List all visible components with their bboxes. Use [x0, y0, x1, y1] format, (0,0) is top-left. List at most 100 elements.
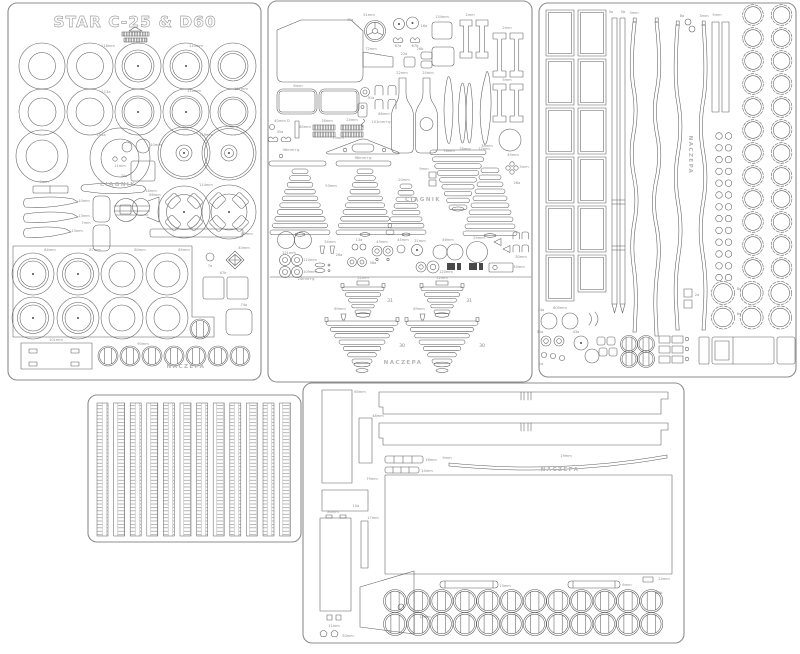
former-stack	[281, 195, 319, 201]
part-outline	[512, 231, 520, 240]
wheel-half	[454, 613, 475, 635]
dimension-label: 7a	[208, 264, 213, 268]
dimension-label: 5a	[609, 10, 614, 14]
door-window	[278, 90, 316, 113]
part-outline	[502, 245, 511, 253]
dimension-label: 74a	[241, 303, 248, 307]
tire	[28, 52, 56, 80]
part-rect	[70, 361, 80, 367]
tire	[219, 98, 247, 126]
wheel-half	[499, 612, 524, 636]
dimension-label: 134mm	[435, 15, 449, 19]
publisher-logo	[128, 26, 143, 32]
part-rect	[435, 280, 449, 286]
wheel-half	[641, 590, 662, 612]
tire-ring	[771, 119, 793, 141]
tire-ring	[742, 4, 764, 26]
frame-rail	[655, 21, 662, 337]
tire-ring	[773, 52, 791, 70]
tire	[121, 49, 155, 83]
dimension-label: 24mm	[346, 118, 358, 122]
part-circle	[580, 342, 582, 344]
dimension-label: 28a	[514, 181, 521, 185]
part-number: 31	[387, 298, 393, 304]
box-side	[548, 159, 572, 201]
tire-ring	[773, 190, 791, 208]
tire-ring	[770, 307, 790, 328]
part-rect	[358, 417, 373, 464]
wheel-half	[406, 612, 431, 636]
wheel-half	[546, 612, 570, 636]
tire-ring	[773, 6, 791, 24]
small-washer	[715, 156, 723, 164]
tire-ring	[711, 281, 735, 305]
ibeam-part	[509, 83, 524, 123]
dimension-label: 118mm	[101, 44, 115, 48]
mudflap	[359, 570, 415, 635]
former-stack	[347, 352, 377, 358]
tire	[145, 296, 189, 340]
wheel-disc	[228, 211, 230, 213]
part-rect	[567, 580, 621, 589]
former-stack	[446, 197, 470, 203]
dimension-label: 2a	[695, 293, 700, 297]
part-circle	[684, 18, 692, 26]
dimension-label: 80mm	[134, 248, 146, 252]
part-rect	[351, 143, 375, 153]
windshield	[276, 19, 364, 83]
wheel-half	[384, 613, 406, 635]
former-stack	[345, 202, 385, 208]
steering-wheel	[364, 20, 386, 42]
wheel-half	[523, 612, 547, 636]
former-stack	[470, 202, 510, 208]
box-side	[580, 61, 604, 103]
part-number: 30	[479, 343, 485, 349]
tire-ring	[744, 236, 762, 254]
dimension-label: 605mm	[553, 306, 567, 310]
former-stack	[340, 283, 345, 288]
wheel-half	[453, 612, 477, 636]
dimension-label: 114mm	[199, 183, 213, 187]
dimension-label: 22mm	[396, 71, 408, 75]
door-window	[320, 90, 358, 113]
wheel-half	[191, 320, 209, 338]
part-circle	[541, 352, 547, 358]
part-rect	[776, 336, 796, 365]
part-outline	[512, 244, 520, 253]
section-label-ciagnik: CIĄGNIK	[100, 182, 136, 188]
wheel-half	[621, 336, 637, 352]
part-circle	[396, 244, 406, 254]
part-circle	[360, 105, 365, 109]
tire	[17, 302, 49, 334]
wheel-disc	[224, 148, 234, 158]
tire	[66, 88, 114, 136]
tire-ring	[771, 257, 793, 279]
part-circle	[327, 263, 331, 267]
part-rect	[119, 204, 132, 215]
former-stack	[419, 283, 424, 288]
dimension-label: 86mm	[149, 193, 161, 197]
tire-ring	[773, 259, 791, 277]
dimension-label: 91a	[368, 96, 375, 100]
part-rect	[335, 160, 392, 167]
dimension-label: 80mm	[299, 125, 311, 129]
dimension-label: 58a	[370, 261, 377, 265]
dimension-label: 110mm	[303, 258, 317, 262]
tire-ring	[771, 234, 793, 256]
former-stack	[294, 232, 306, 237]
tire-ring	[744, 29, 762, 47]
part-circle	[386, 258, 390, 261]
dimension-label: 13mm	[78, 214, 90, 218]
tire	[76, 52, 104, 80]
dimension-label: 34mm	[513, 265, 525, 269]
small-washer	[724, 191, 733, 199]
dimension-label: 9mm	[419, 167, 429, 171]
box-side	[580, 208, 604, 250]
wheel-half	[143, 347, 161, 365]
tread-strip	[113, 402, 125, 537]
dimension-label: 24mm	[658, 577, 670, 581]
tire-ring	[742, 165, 764, 187]
part-circle	[385, 248, 391, 254]
wheel-half	[548, 590, 569, 612]
